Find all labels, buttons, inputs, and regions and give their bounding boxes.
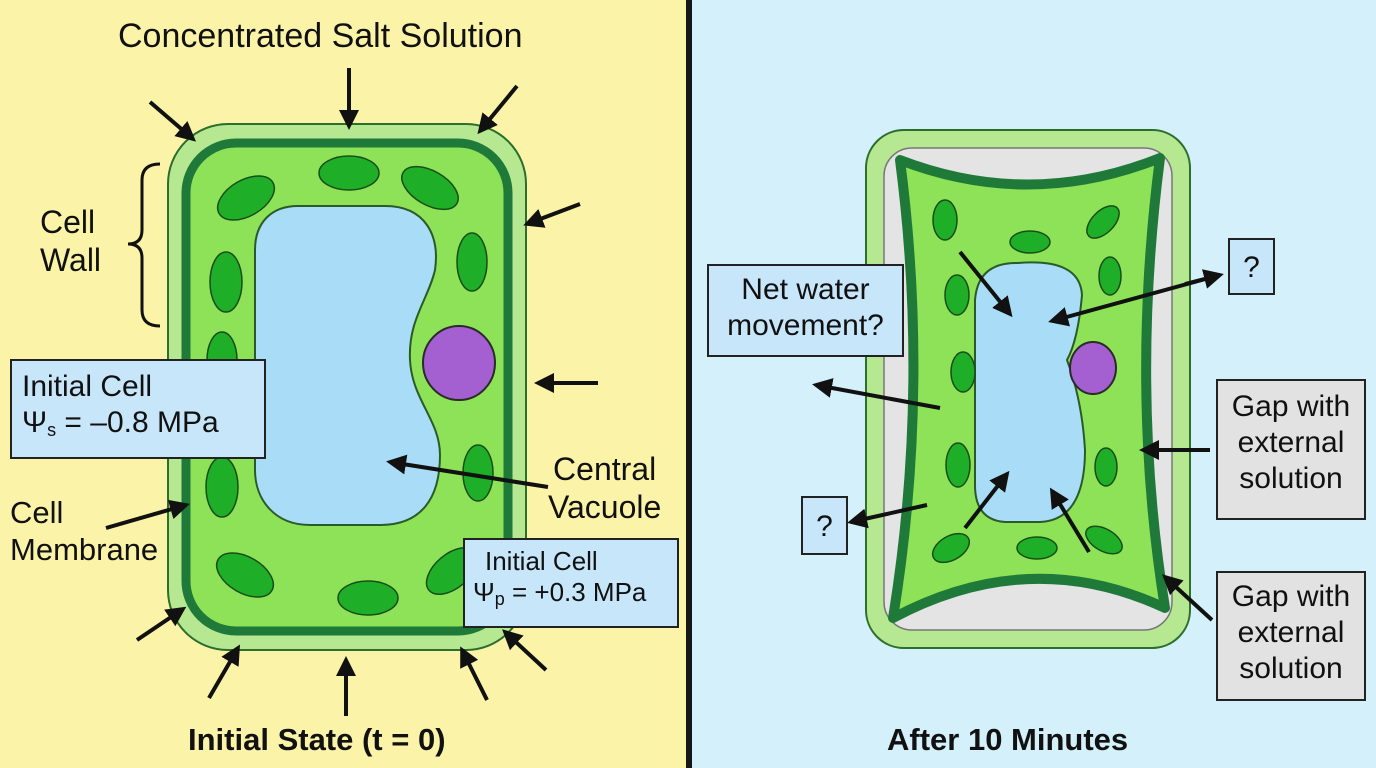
solute-subscript: s: [47, 420, 57, 440]
initial-chloroplasts: [205, 155, 494, 616]
initial-pressure-potential-box: Initial Cell Ψp = +0.3 MPa: [463, 538, 679, 628]
initial-state-caption: Initial State (t = 0): [188, 722, 446, 757]
plasmolysed-vacuole: [974, 261, 1087, 523]
plasmolysed-chloroplasts: [931, 199, 1123, 564]
question-box-top: ?: [1228, 238, 1275, 295]
initial-nucleus: [422, 325, 496, 401]
question-box-left: ?: [801, 496, 848, 555]
solute-box-line2: Ψs = –0.8 MPa: [22, 405, 254, 442]
initial-solute-potential-box: Initial Cell Ψs = –0.8 MPa: [10, 359, 266, 459]
pressure-value: = +0.3 MPa: [504, 577, 647, 608]
concentrated-salt-solution-heading: Concentrated Salt Solution: [118, 17, 523, 55]
net-water-movement-box: Net water movement?: [707, 264, 904, 357]
gap-external-solution-box-1: Gap with external solution: [1216, 379, 1366, 520]
gap-external-solution-box-2: Gap with external solution: [1216, 571, 1366, 701]
pressure-subscript: p: [494, 589, 505, 610]
initial-central-vacuole: [254, 205, 442, 526]
solute-box-line1: Initial Cell: [22, 370, 153, 403]
cell-wall-label: Cell Wall: [40, 204, 102, 278]
label-pointer-arrows: [105, 454, 549, 530]
cell-membrane-label: Cell Membrane: [10, 495, 159, 567]
pressure-symbol: Ψ: [473, 577, 495, 608]
solute-value: = –0.8 MPa: [56, 406, 219, 439]
pressure-box-line2: Ψp = +0.3 MPa: [473, 577, 669, 611]
cell-wall-brace: [127, 162, 161, 328]
plasmolysed-cell: [865, 129, 1191, 649]
salt-solution-arrows: [135, 68, 598, 716]
pressure-box-line1: Initial Cell: [485, 546, 598, 576]
water-movement-arrows: [812, 250, 1224, 622]
panel-divider: [686, 0, 692, 768]
after-10-minutes-caption: After 10 Minutes: [887, 722, 1129, 757]
solute-symbol: Ψ: [22, 406, 48, 439]
central-vacuole-label: Central Vacuole: [548, 451, 662, 525]
plasmolysed-nucleus: [1069, 341, 1117, 395]
